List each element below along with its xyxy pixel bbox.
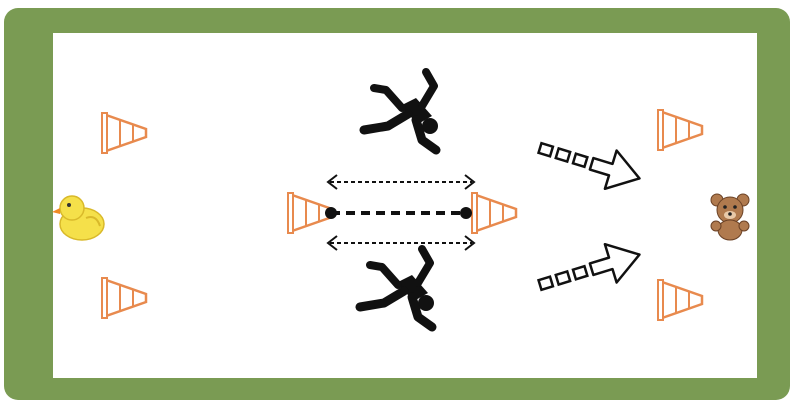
center-line-end-dot bbox=[460, 207, 472, 219]
center-line-start-dot bbox=[325, 207, 337, 219]
field bbox=[53, 33, 757, 378]
